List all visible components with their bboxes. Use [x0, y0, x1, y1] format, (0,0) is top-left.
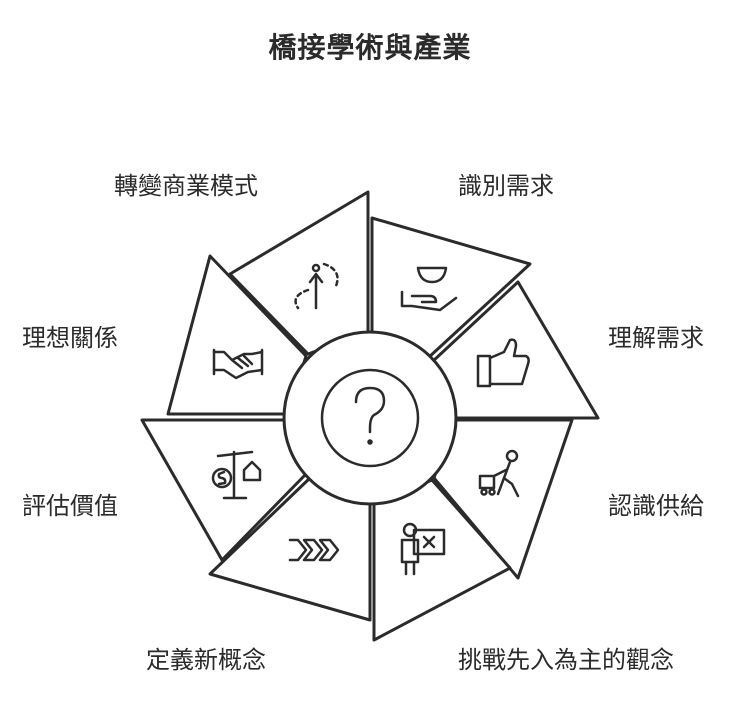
label-evaluate-value: 評估價值 [22, 492, 118, 520]
question-mark-icon [320, 368, 420, 468]
money-scale-icon [211, 450, 262, 500]
label-recognize-supply: 認識供給 [608, 492, 704, 520]
diagram-title: 橋接學術與產業 [268, 31, 472, 64]
handshake-icon [212, 348, 264, 380]
person-pushing-cart-icon [478, 449, 520, 498]
forward-chevrons-icon [288, 538, 340, 562]
thumbs-up-icon [476, 338, 530, 388]
label-ideal-relationship: 理想關係 [22, 324, 118, 352]
person-rejecting-board-icon [400, 522, 446, 576]
arrow-up-cycle-icon [294, 262, 339, 310]
center-circle [282, 330, 458, 506]
hand-offering-bowl-icon [400, 266, 458, 312]
label-define-new-concept: 定義新概念 [146, 646, 266, 674]
label-identify-needs: 識別需求 [458, 172, 554, 200]
label-transform-business-model: 轉變商業模式 [114, 172, 258, 200]
label-challenge-assumptions: 挑戰先入為主的觀念 [458, 646, 674, 674]
label-understand-needs: 理解需求 [608, 324, 704, 352]
